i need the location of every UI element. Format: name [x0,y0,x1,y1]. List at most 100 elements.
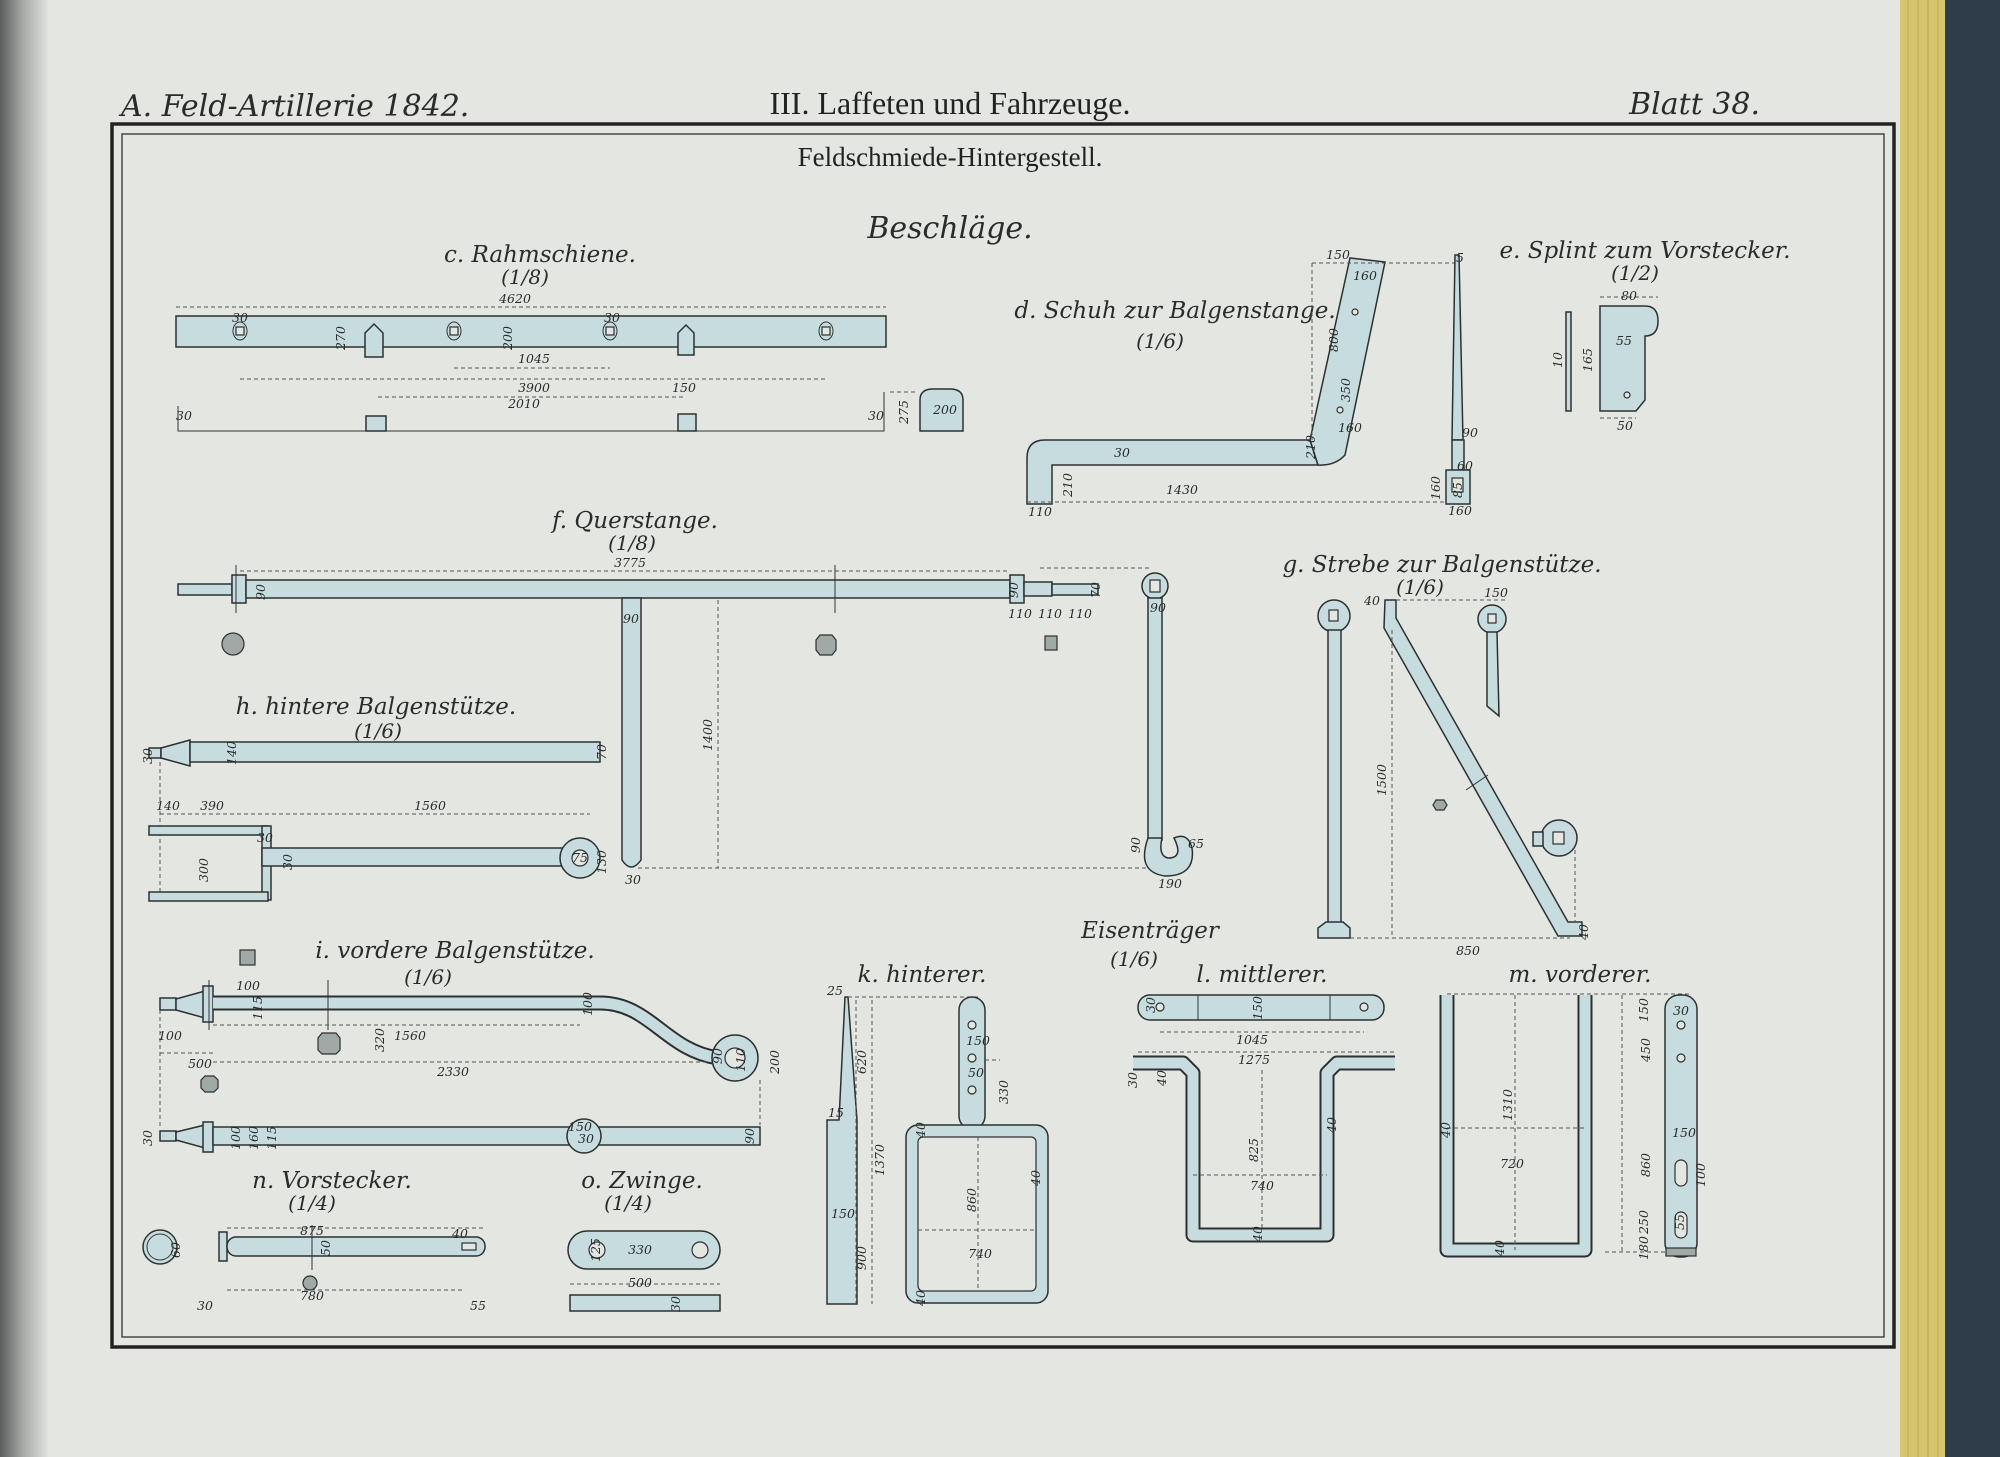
dimension-label: 800 [1326,328,1341,352]
dimension-label: 90 [742,1128,757,1144]
dimension-label: 250 [1636,1210,1651,1235]
dimension-label: 60 [1457,458,1473,473]
label-c: c. Rahmschiene. [444,242,636,268]
dimension-label: 30 [1673,1003,1689,1018]
dimension-label: 620 [854,1050,869,1074]
dimension-label: 190 [1158,876,1182,891]
dimension-label: 30 [625,872,641,887]
dimension-label: 165 [1580,348,1595,372]
dimension-label: 40 [1154,1070,1169,1087]
dimension-label: 30 [140,748,155,764]
header-right: Blatt 38. [1628,87,1760,122]
dimension-label: 275 [896,400,911,425]
dimension-label: 85 [1450,482,1465,498]
dimension-label: 100 [236,978,260,993]
label-o: o. Zwinge. [581,1168,703,1194]
dimension-label: 50 [1617,418,1633,433]
dimension-label: 150 [1636,998,1651,1022]
dimension-label: 55 [1672,1214,1687,1230]
scale-d: (1/6) [1136,329,1184,353]
label-h: h. hintere Balgenstütze. [236,694,516,720]
dimension-label: 40 [913,1290,928,1307]
dimension-label: 150 [831,1206,855,1221]
header-center: III. Laffeten und Fahrzeuge. [769,85,1130,121]
drawing-hintere-balgenstuetze [148,739,601,902]
dimension-label: 90 [1150,600,1166,615]
label-i: i. vordere Balgenstütze. [315,938,594,964]
dimension-label: 300 [196,858,211,882]
dimension-label: 160 [1448,503,1472,518]
dimension-label: 70 [1088,582,1103,598]
dimension-label: 3900 [518,380,550,395]
dimension-label: 90 [710,1048,725,1064]
dimension-label: 1400 [700,719,715,751]
scale-o: (1/4) [604,1191,652,1215]
dimension-label: 1045 [1236,1032,1268,1047]
dimension-label: 2010 [507,396,540,411]
dimension-label: 30 [232,310,248,325]
label-l: l. mittlerer. [1197,962,1328,988]
label-k: k. hinterer. [858,962,987,988]
scale-g: (1/6) [1396,575,1444,599]
dimension-label: 40 [1363,593,1380,608]
dimension-label: 30 [1125,1072,1140,1088]
round-section [221,632,245,656]
dimension-label: 90 [1462,425,1478,440]
drawing-strebe [1317,599,1583,939]
drawing-vordere-balgenstuetze [159,949,761,1154]
dimension-label: 140 [156,798,180,813]
dimension-label: 30 [1114,445,1130,460]
dimension-label: 350 [1338,378,1353,402]
dimension-label: 40 [451,1226,468,1241]
book-cover [1945,0,2000,1457]
dimension-label: 40 [1492,1240,1507,1257]
dimension-label: 200 [767,1050,782,1075]
dimension-label: 200 [932,402,957,417]
dimension-label: 30 [1143,997,1158,1013]
dimension-label: 110 [1008,606,1032,621]
dimension-label: 330 [628,1242,652,1257]
drawing-rahmschiene [175,306,964,432]
dimension-label: 500 [628,1275,652,1290]
dimension-label: 1560 [394,1028,426,1043]
dimension-label: 115 [250,996,265,1020]
square-section [1044,635,1058,651]
dimension-label: 125 [588,1238,603,1262]
scale-c: (1/8) [501,265,549,289]
dimension-label: 4620 [498,291,531,306]
dimension-label: 330 [996,1080,1011,1104]
dimension-label: 30 [257,830,273,845]
label-n: n. Vorstecker. [252,1168,412,1194]
dimension-label: 50 [318,1240,333,1256]
dimension-label: 500 [188,1056,212,1071]
dimension-label: 150 [1672,1125,1696,1140]
dimension-label: 80 [1621,288,1637,303]
dimension-label: 60 [168,1242,183,1258]
dimension-label: 160 [1428,476,1443,500]
dimension-label: 160 [1353,268,1377,283]
header-left: A. Feld-Artillerie 1842. [118,89,469,124]
part-labels: c. Rahmschiene. (1/8) d. Schuh zur Balge… [236,238,1791,1215]
dimension-label: 65 [1188,836,1204,851]
dimension-label: 30 [868,408,884,423]
drawing-eisentraeger-mittlerer [1133,994,1397,1243]
drawing-eisentraeger-vorderer [1439,993,1698,1258]
dimension-label: 10 [1550,352,1565,368]
dimension-label: 115 [264,1126,279,1150]
drawing-splint [1565,296,1659,419]
scale-f: (1/8) [608,531,656,555]
label-d: d. Schuh zur Balgenstange. [1014,298,1335,324]
dimension-label: 3775 [614,555,646,570]
dimension-label: 450 [1638,1038,1653,1063]
dimension-label: 390 [200,798,224,813]
dimension-label: 150 [672,380,696,395]
dimension-label: 5 [1456,250,1464,265]
book-gutter [0,0,48,1457]
dimension-label: 30 [197,1298,213,1313]
dimension-label: 55 [1616,333,1632,348]
drawing-schuh [1026,254,1471,505]
dimension-label: 40 [1028,1170,1043,1187]
scale-eisentraeger: (1/6) [1110,947,1158,971]
